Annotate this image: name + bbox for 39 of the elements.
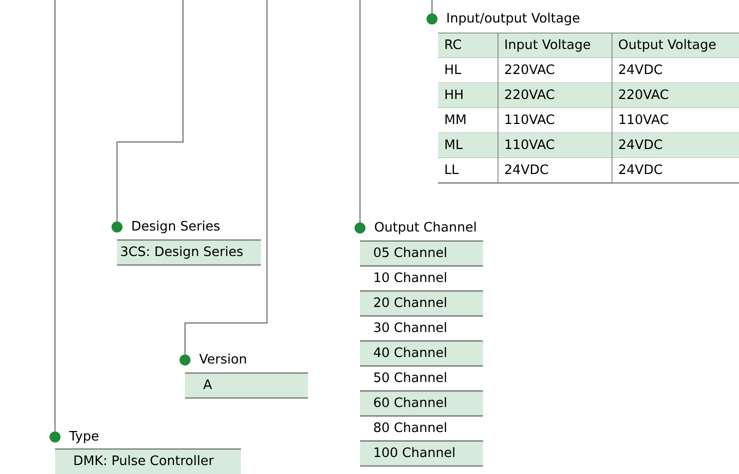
heading: Output Channel <box>374 222 476 234</box>
table-cell: 24VDC <box>612 132 739 158</box>
value-row: 80 Channel <box>360 415 483 442</box>
value-row: 05 Channel <box>360 240 483 267</box>
table-cell: 110VAC <box>612 108 739 134</box>
table-cell: 24VDC <box>612 158 739 184</box>
value-row: A <box>185 372 308 399</box>
table-cell: 110VAC <box>498 108 612 134</box>
heading: Design Series <box>132 220 220 234</box>
connector-line <box>112 0 184 232</box>
value-row: 100 Channel <box>360 440 483 467</box>
table-cell: 220VAC <box>498 58 612 84</box>
connector-line <box>180 0 268 366</box>
table-cell: 110VAC <box>498 132 612 158</box>
table-cell: RC <box>438 32 498 58</box>
value-row: 30 Channel <box>360 315 483 342</box>
value-row: 60 Channel <box>360 390 483 417</box>
value-row: 40 Channel <box>360 340 483 367</box>
table-cell: Output Voltage <box>612 32 739 58</box>
connector-line <box>426 0 438 24</box>
table-cell: MM <box>438 108 498 134</box>
value-row: DMK: Pulse Controller <box>55 448 241 474</box>
table-cell: Input Voltage <box>498 32 612 58</box>
value-row: 3CS: Design Series <box>117 239 261 266</box>
table-cell: 220VAC <box>612 82 739 108</box>
connector-line <box>50 0 60 442</box>
connector-line <box>354 0 366 234</box>
table-cell: 220VAC <box>498 82 612 108</box>
table-cell: 24VDC <box>612 58 739 84</box>
table-cell: HL <box>438 58 498 84</box>
heading: Input/output Voltage <box>447 12 580 26</box>
value-row: 10 Channel <box>360 265 483 292</box>
heading: Type <box>69 431 98 444</box>
value-row: 20 Channel <box>360 290 483 317</box>
table-cell: HH <box>438 83 498 108</box>
value-row: 50 Channel <box>360 365 483 392</box>
table-cell: LL <box>438 158 498 184</box>
heading: Version <box>199 354 246 364</box>
table-cell: ML <box>438 133 498 158</box>
